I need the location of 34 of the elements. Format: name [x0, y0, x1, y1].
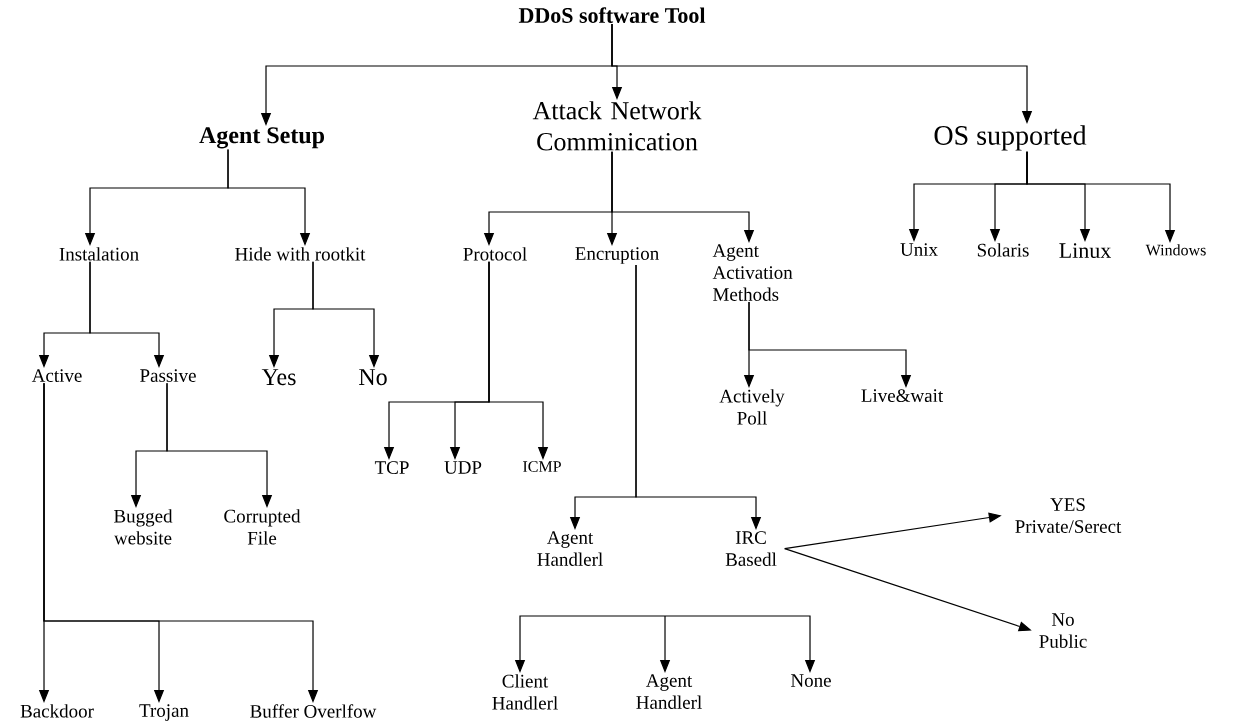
root-label: DDoS software Tool: [518, 7, 706, 23]
category-label: Active: [31, 369, 82, 382]
category-label: TCP: [374, 461, 409, 474]
category-label: Agent Handlerl: [636, 674, 702, 709]
category-label: Yes: [261, 369, 296, 386]
category-label: Actively Poll: [719, 389, 785, 425]
category-label: No: [359, 369, 387, 386]
category-label: IRC Basedl: [725, 531, 777, 566]
category-label: Agent Handlerl: [537, 531, 603, 566]
category-label: Trojan: [139, 704, 189, 721]
category-label: Windows: [1145, 244, 1206, 256]
category-label: Protocol: [463, 247, 527, 261]
category-label: Client Handlerl: [492, 674, 558, 710]
category-label: Agent Setup: [199, 127, 325, 149]
category-label: Unix: [900, 243, 938, 256]
category-label: No Public: [1039, 613, 1087, 648]
category-label: Live&wait: [861, 389, 944, 402]
category-label: Agent Activation Methods: [712, 244, 793, 301]
category-label: OS supported: [934, 125, 1087, 151]
category-label: YES Private/Serect: [1015, 498, 1122, 533]
category-label: Instalation: [59, 247, 139, 261]
category-label: Solaris: [977, 243, 1029, 257]
category-label: UDP: [444, 461, 482, 474]
category-label: Encruption: [575, 247, 659, 264]
category-label: Attack Network Comminication: [532, 101, 702, 151]
category-label: Backdoor: [20, 704, 94, 718]
category-label: None: [791, 674, 831, 687]
category-label: Buffer Overlfow: [250, 704, 377, 718]
category-label: Hide with rootkit: [235, 247, 366, 261]
category-label: Passive: [140, 369, 196, 382]
category-label: ICMP: [523, 461, 561, 472]
category-label: Bugged website: [114, 509, 173, 545]
category-label: Corrupted File: [224, 509, 301, 545]
category-label: Linux: [1059, 243, 1111, 258]
